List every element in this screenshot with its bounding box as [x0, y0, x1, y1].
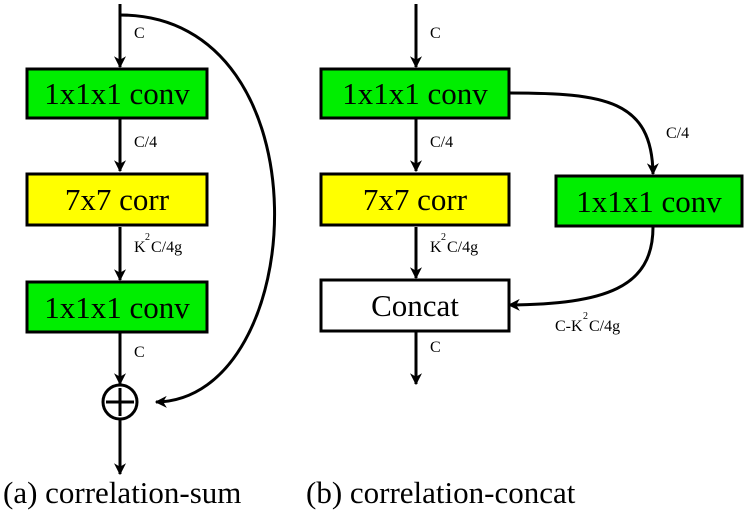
label-side-pre-b: C-K [555, 318, 583, 335]
label-side-post-b: C/4g [589, 318, 620, 335]
label-k-post-b: C/4g [447, 239, 478, 256]
conv-box-2-a [25, 280, 209, 334]
conv-box-1-b [319, 67, 511, 120]
label-input-channels-a: C [134, 25, 145, 42]
label-quarter-channels-a: C/4 [134, 134, 157, 151]
label-input-channels-b: C [430, 25, 441, 42]
label-quarter-channels-b: C/4 [430, 134, 453, 151]
circle-plus-icon [101, 383, 139, 421]
side-conv-box-b-label: 1x1x1 conv [576, 184, 722, 219]
concat-box-b-label: Concat [371, 288, 459, 323]
side-conv-box-b [554, 174, 744, 228]
concat-box-b [319, 278, 511, 333]
label-k-sup-a: 2 [145, 232, 150, 243]
conv-box-1-a [25, 67, 209, 120]
wire-side-conv-to-concat-b [507, 226, 655, 311]
corr-box-b [319, 172, 511, 227]
label-side-quarter-channels-b: C/4 [666, 125, 689, 142]
wire-conv1-to-side-conv-b [508, 91, 659, 176]
label-output-channels-b: C [430, 339, 441, 356]
label-side-sup-b: 2 [583, 311, 588, 322]
conv-box-2-a-label: 1x1x1 conv [44, 290, 190, 325]
conv-box-1-a-label: 1x1x1 conv [44, 76, 190, 111]
conv-box-1-b-label: 1x1x1 conv [342, 76, 488, 111]
skip-connection-a [119, 13, 276, 408]
caption-b: (b) correlation-concat [306, 475, 576, 510]
corr-box-a [25, 172, 209, 227]
panel-correlation-concat: 1x1x1 conv 7x7 corr 1x1x1 conv Concat C … [306, 4, 744, 510]
label-k-sup-b: 2 [441, 232, 446, 243]
label-k-post-a: C/4g [151, 239, 182, 256]
corr-box-a-label: 7x7 corr [65, 182, 170, 217]
label-output-channels-a: C [134, 344, 145, 361]
corr-box-b-label: 7x7 corr [363, 182, 468, 217]
label-k-pre-a: K [134, 239, 146, 256]
caption-a: (a) correlation-sum [3, 475, 241, 510]
label-k-pre-b: K [430, 239, 442, 256]
panel-correlation-sum: 1x1x1 conv 7x7 corr 1x1x1 conv C C/4 K 2… [3, 4, 276, 510]
